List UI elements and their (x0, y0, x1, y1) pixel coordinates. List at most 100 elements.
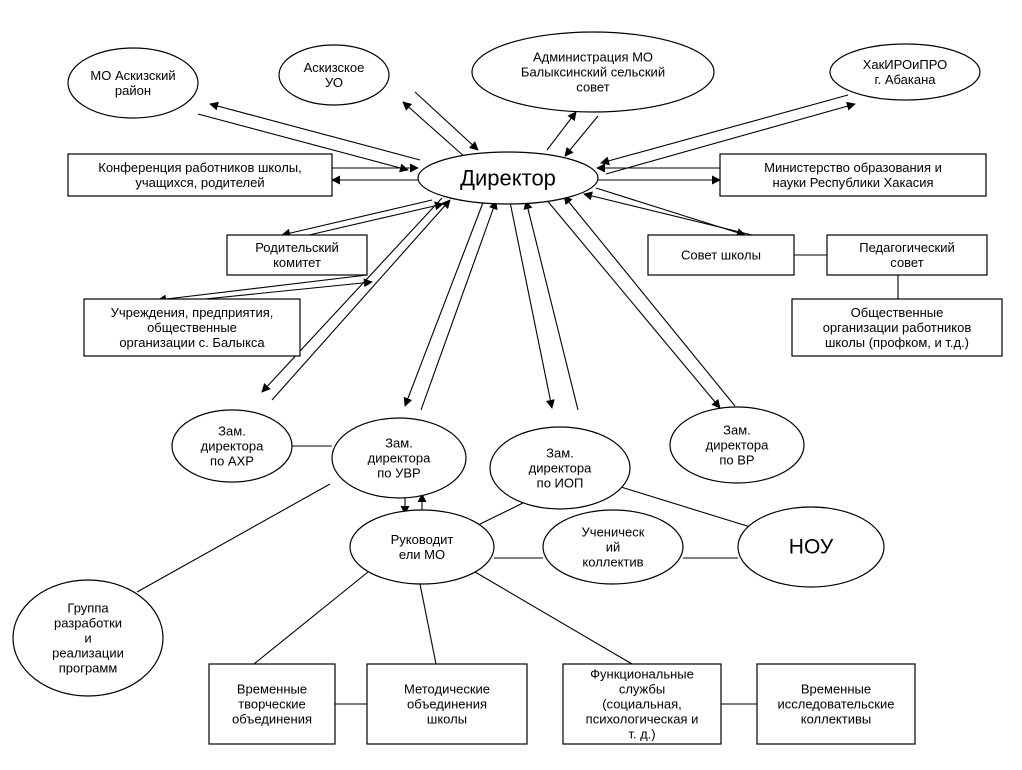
node-conference: Конференция работников школы,учащихся, р… (67, 153, 333, 197)
arrow-connector (544, 197, 721, 409)
arrow-connector (523, 200, 579, 411)
line-connector (253, 571, 369, 665)
institutions-label-line: Учреждения, предприятия, (111, 305, 274, 320)
zam-uvr-label-line: Зам. (385, 436, 413, 451)
arrow-connector (605, 101, 856, 175)
arrow-connector (194, 278, 373, 301)
school-council-box (647, 234, 795, 276)
admin-mo-label-line: Балыксинский сельский (521, 65, 665, 80)
parent-committee-box (226, 234, 368, 276)
line-connector (419, 583, 437, 665)
askiz-uo-label-line: УО (325, 75, 343, 90)
parent-committee-label-line: комитет (273, 255, 321, 270)
zam-ahr-label-line: директора (201, 439, 264, 454)
arrow-connector (600, 94, 849, 166)
mo-heads-ellipse (349, 509, 495, 585)
dev-group-label-line: программ (59, 661, 118, 676)
arrow-connector (308, 201, 444, 236)
arrow-connector (209, 101, 421, 161)
hakiro-label-line: г. Абакана (874, 72, 936, 87)
func-services-label-line: психологическая и (586, 712, 699, 727)
conference-label-line: Конференция работников школы, (98, 160, 301, 175)
arrow-connector (197, 113, 409, 173)
admin-mo-label-line: Администрация МО (533, 50, 653, 65)
node-institutions: Учреждения, предприятия,общественныеорга… (83, 298, 301, 357)
temp-research-label-line: коллективы (801, 712, 871, 727)
func-services-label-line: службы (619, 682, 665, 697)
mo-askiz-label-line: район (115, 83, 151, 98)
nou-label-line: НОУ (789, 536, 834, 559)
temp-research-label-line: исследовательские (778, 697, 895, 712)
arrow-connector (420, 200, 498, 411)
dev-group-label-line: разработки (54, 616, 122, 631)
student-collective-label-line: Ученическ (582, 525, 645, 540)
zam-iop-label-line: Зам. (546, 446, 574, 461)
askiz-uo-ellipse (278, 44, 390, 106)
ministry-box (719, 153, 987, 197)
mo-askiz-ellipse (67, 47, 199, 119)
mo-heads-label-line: Руководит (391, 532, 454, 547)
admin-mo-label-line: совет (576, 80, 609, 95)
func-services-label-line: (социальная, (602, 697, 682, 712)
arrow-connector (509, 201, 555, 409)
arrow-connector (564, 115, 599, 157)
hakiro-ellipse (829, 43, 981, 101)
admin-mo-ellipse (471, 31, 715, 113)
zam-iop-label-line: директора (529, 461, 592, 476)
arrow-connector (271, 199, 451, 401)
method-units-label-line: объединения (407, 697, 487, 712)
line-connector (471, 501, 526, 529)
arrow-connector (281, 199, 433, 238)
institutions-box (83, 298, 301, 357)
hakiro-label-line: ХакИРОиПРО (863, 57, 948, 72)
zam-ahr-label-line: Зам. (218, 424, 246, 439)
zam-uvr-label-line: по УВР (377, 466, 420, 481)
temp-research-box (756, 663, 916, 745)
conference-label-line: учащихся, родителей (135, 175, 264, 190)
dev-group-label-line: и (84, 631, 91, 646)
parent-committee-label-line: Родительский (255, 240, 339, 255)
temp-creative-label-line: творческие (238, 697, 306, 712)
zam-uvr-label-line: директора (368, 451, 431, 466)
zam-vr-ellipse (669, 406, 805, 484)
arrow-connector (402, 101, 467, 159)
dev-group-label-line: реализации (52, 646, 124, 661)
zam-vr-label-line: Зам. (723, 423, 751, 438)
student-collective-ellipse (542, 509, 684, 585)
line-connector (620, 486, 761, 531)
node-func-services: Функциональныеслужбы(социальная,психолог… (562, 663, 722, 745)
zam-iop-ellipse (489, 426, 631, 510)
mo-heads-label-line: ели МО (399, 547, 445, 562)
zam-ahr-ellipse (171, 409, 293, 483)
node-school-council: Совет школы (647, 234, 795, 276)
func-services-label-line: т. д.) (628, 727, 655, 742)
public-orgs-label-line: школы (профком, и т.д.) (825, 335, 969, 350)
dev-group-ellipse (12, 579, 164, 697)
conference-box (67, 153, 333, 197)
director-label-line: Директор (460, 166, 556, 191)
func-services-label-line: Функциональные (590, 667, 694, 682)
func-services-box (562, 663, 722, 745)
public-orgs-label-line: организации работников (823, 320, 972, 335)
director-ellipse (417, 151, 599, 205)
temp-research-label-line: Временные (801, 682, 871, 697)
temp-creative-label-line: объединения (232, 712, 312, 727)
arrow-connector (261, 197, 443, 393)
ministry-label-line: науки Республики Хакасия (772, 175, 933, 190)
public-orgs-box (791, 298, 1003, 357)
